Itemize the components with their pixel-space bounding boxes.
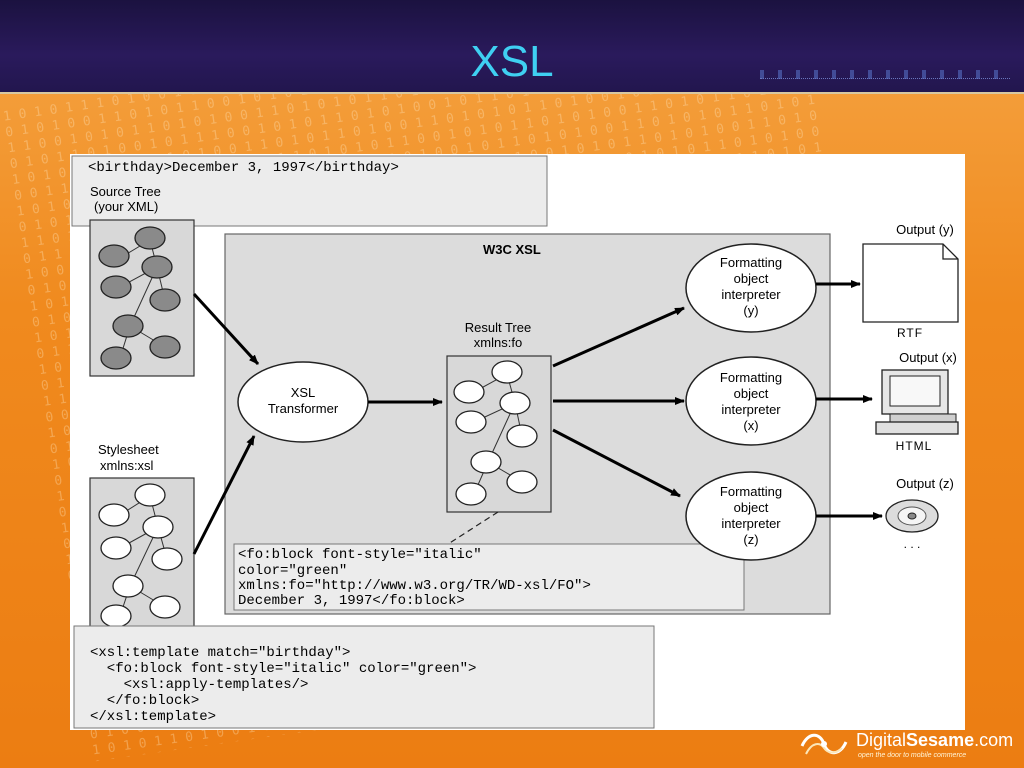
interpreter-x-line2: object [734, 386, 769, 401]
w3c-xsl-label: W3C XSL [483, 242, 541, 257]
output-x-label: Output (x) [899, 350, 957, 365]
disc-icon [885, 499, 939, 533]
source-xml-box [71, 155, 548, 227]
source-tree [89, 219, 195, 377]
interpreter-x-line4: (x) [743, 418, 758, 433]
fo-block-code: <fo:block font-style="italic" color="gre… [238, 547, 591, 609]
stylesheet-sublabel: xmlns:xsl [100, 458, 154, 473]
interpreter-x-line3: interpreter [721, 402, 781, 417]
fo-block-box [233, 543, 745, 611]
xsl-line: </fo:block> [90, 693, 199, 709]
arrow-source-to-transformer [192, 292, 260, 366]
output-z-format: . . . [904, 537, 921, 551]
transformer-label: XSL [291, 385, 316, 400]
stylesheet-label: Stylesheet [98, 442, 159, 457]
xsl-line: <xsl:apply-templates/> [90, 677, 308, 693]
interpreter-y: Formatting object interpreter (y) [685, 243, 817, 333]
output-x-format: HTML [896, 439, 933, 453]
diagram-canvas: <birthday>December 3, 1997</birthday> So… [71, 155, 959, 729]
xsl-template-code: <xsl:template match="birthday"> <fo:bloc… [90, 645, 476, 725]
output-z-label: Output (z) [896, 476, 954, 491]
interpreter-y-line1: Formatting [720, 255, 782, 270]
interpreter-y-line2: object [734, 271, 769, 286]
result-tree-sublabel: xmlns:fo [474, 335, 522, 350]
fo-line: color="green" [238, 563, 347, 579]
fo-line: xmlns:fo="http://www.w3.org/TR/WD-xsl/FO… [238, 578, 591, 594]
dashed-connector [444, 511, 499, 547]
result-tree-label: Result Tree [465, 320, 531, 335]
source-tree-label: Source Tree [90, 184, 161, 199]
logo-wordmark: DigitalSesame.com [856, 730, 1013, 751]
output-y-format: RTF [897, 326, 923, 340]
logo-suffix: .com [974, 730, 1014, 750]
transformer-label: Transformer [268, 401, 339, 416]
document-fold [942, 244, 958, 260]
interpreter-z-line2: object [734, 500, 769, 515]
header-dotted-rule [760, 70, 1010, 79]
arrow-result-to-interpreter-z [552, 428, 681, 498]
logo-swirl-icon [800, 733, 848, 755]
interpreter-z-line1: Formatting [720, 484, 782, 499]
interpreter-y-line4: (y) [743, 303, 758, 318]
fo-line: <fo:block font-style="italic" [238, 547, 482, 563]
arrow-stylesheet-to-transformer [192, 435, 256, 555]
source-tree-sublabel: (your XML) [94, 199, 158, 214]
xsl-line: <xsl:template match="birthday"> [90, 645, 350, 661]
interpreter-x-line1: Formatting [720, 370, 782, 385]
interpreter-x: Formatting object interpreter (x) [685, 356, 817, 446]
xsl-diagram: <birthday>December 3, 1997</birthday> So… [70, 154, 965, 730]
interpreter-z-line4: (z) [743, 532, 758, 547]
slide-header: XSL [0, 0, 1024, 94]
xsl-template-box [73, 625, 655, 729]
result-tree [446, 355, 552, 513]
xsl-line: <fo:block font-style="italic" color="gre… [90, 661, 476, 677]
document-icon [862, 243, 959, 323]
xsl-line: </xsl:template> [90, 709, 216, 725]
logo-tagline: open the door to mobile commerce [858, 752, 967, 759]
computer-icon [875, 369, 959, 435]
slide-title: XSL [470, 37, 554, 86]
interpreter-z: Formatting object interpreter (z) [685, 471, 817, 561]
fo-line: December 3, 1997</fo:block> [238, 593, 465, 609]
arrow-result-to-interpreter-y [552, 306, 685, 368]
source-xml-code: <birthday>December 3, 1997</birthday> [88, 160, 399, 176]
interpreter-y-line3: interpreter [721, 287, 781, 302]
digitalsesame-logo: DigitalSesame.com open the door to mobil… [798, 728, 1018, 764]
logo-name-bold: Sesame [906, 730, 975, 750]
logo-name-plain: Digital [856, 730, 907, 750]
stylesheet-tree [89, 477, 195, 637]
output-y-label: Output (y) [896, 222, 954, 237]
interpreter-z-line3: interpreter [721, 516, 781, 531]
